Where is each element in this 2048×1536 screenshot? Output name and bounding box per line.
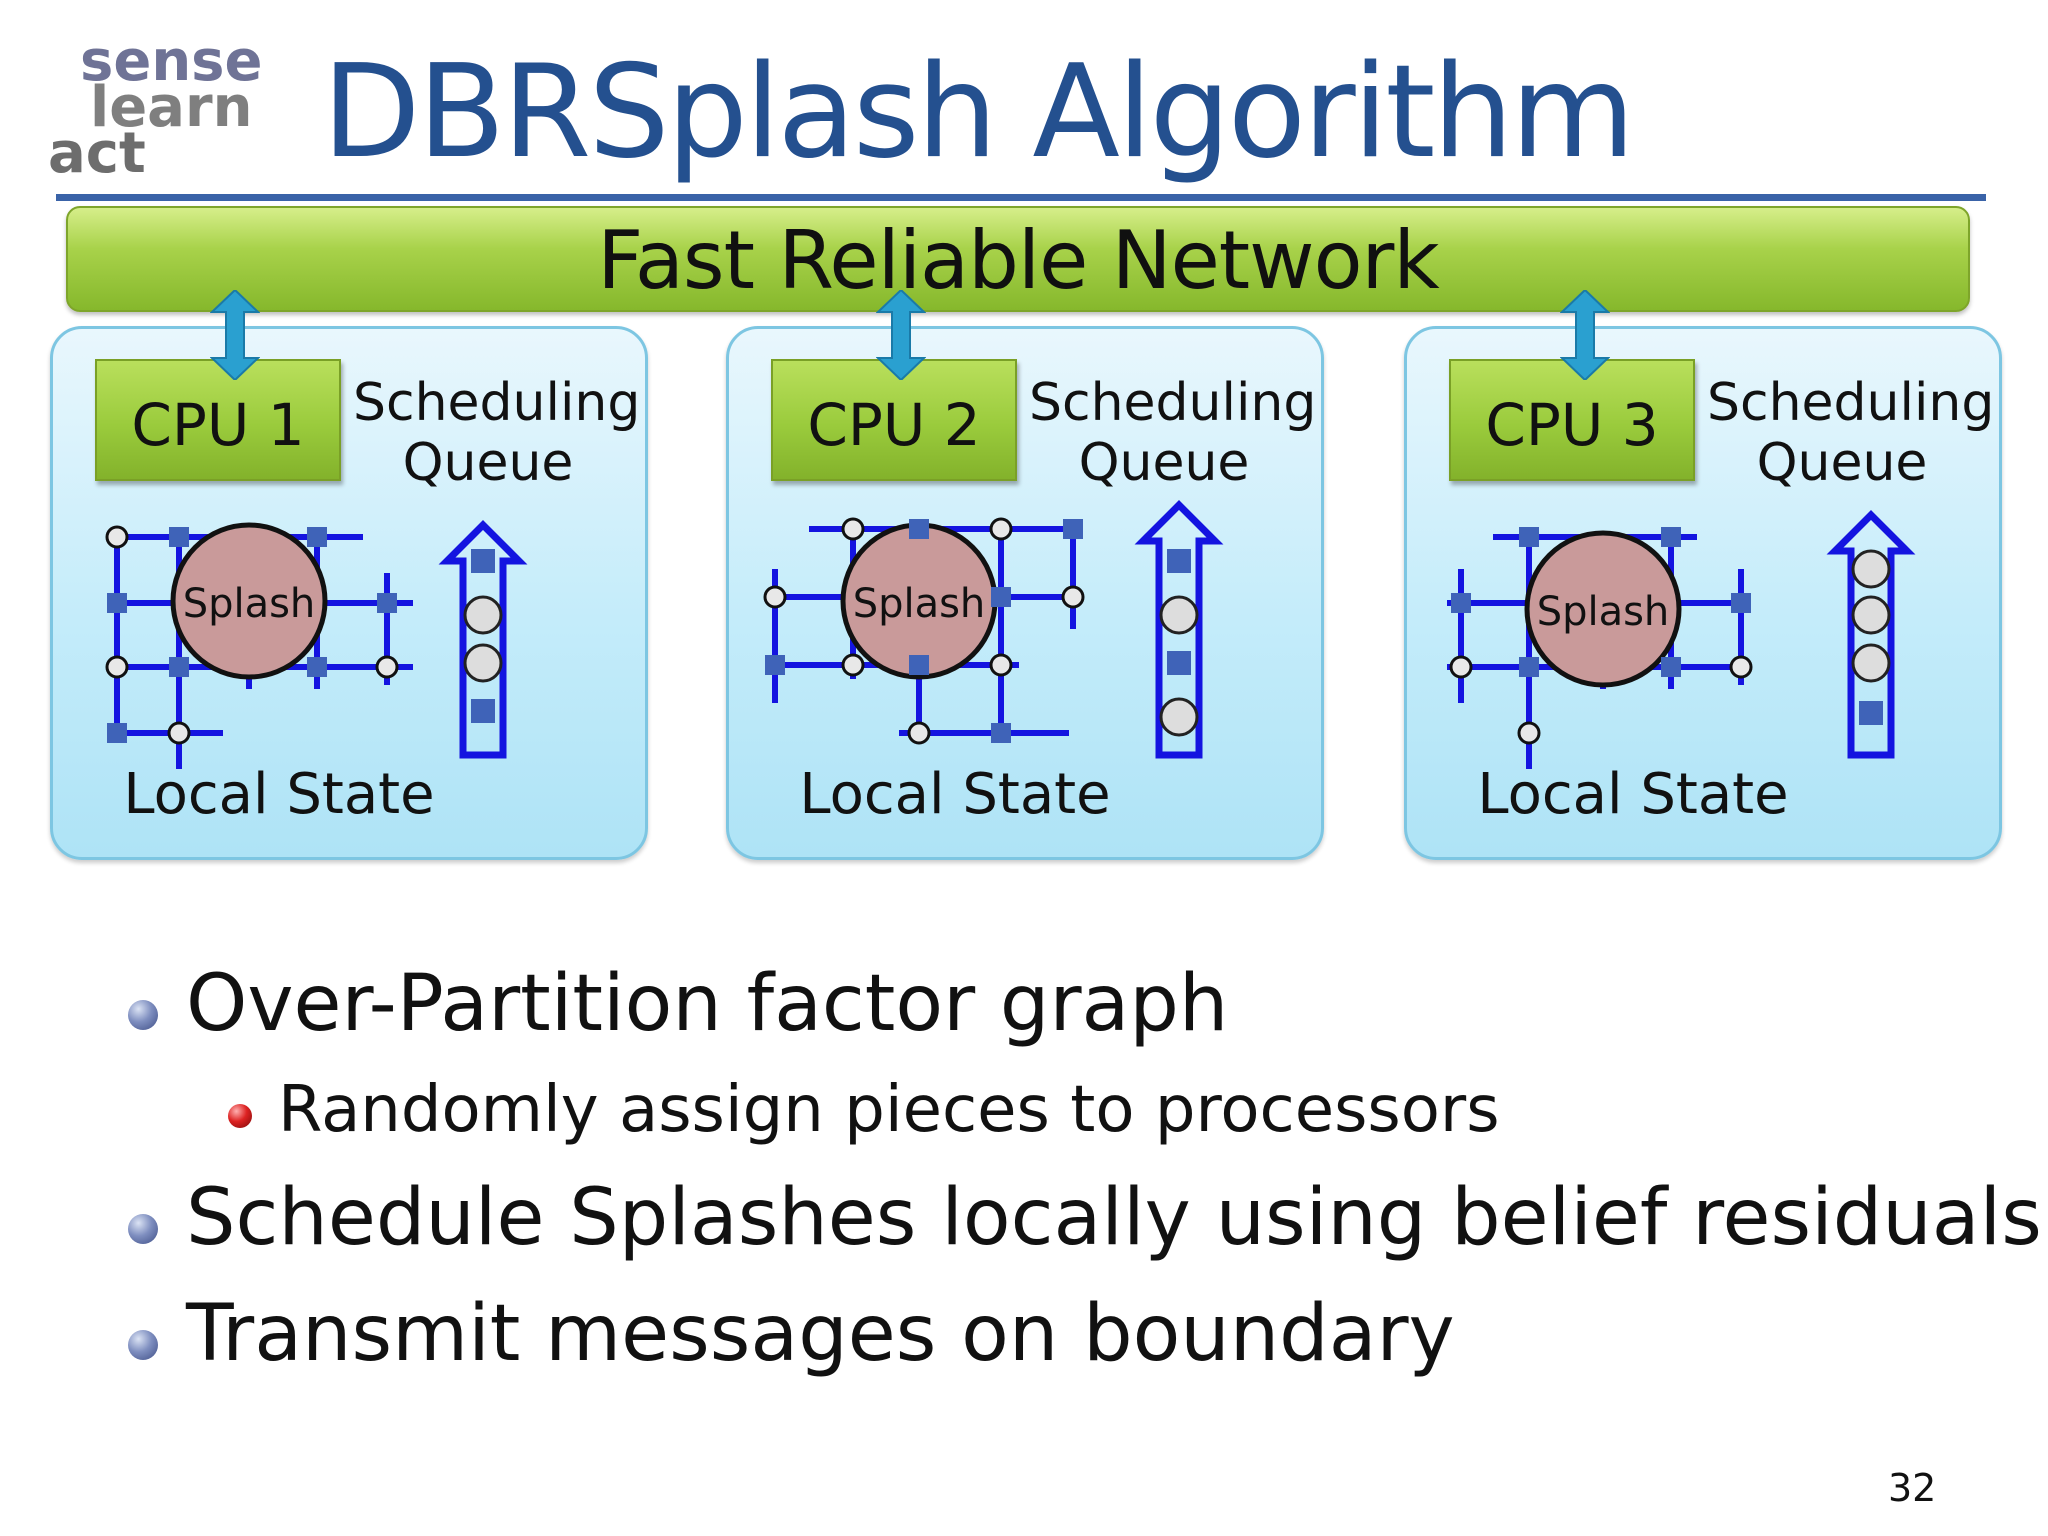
sub-bullet-random-assign: Randomly assign pieces to processors (278, 1073, 1500, 1147)
sense-learn-act-logo: sense learn act (48, 34, 263, 186)
bullet-over-partition: Over-Partition factor graph (186, 959, 1229, 1049)
logo-word-learn: learn (90, 75, 253, 140)
slide-title: DBRSplash Algorithm (322, 38, 1635, 187)
cpu-box-2: CPU 2 (771, 359, 1017, 481)
splash-region-3 (1524, 530, 1682, 688)
queue-arrow-2 (1134, 500, 1224, 759)
queue-label-line2: Queue (1756, 433, 1928, 493)
logo-word-act: act (48, 121, 146, 186)
scheduling-queue-label-1: Scheduling Queue (353, 373, 641, 493)
network-label: Fast Reliable Network (597, 214, 1440, 307)
splash-region-1 (170, 522, 328, 680)
local-factor-graph-1: Splash (105, 520, 528, 769)
bullet-schedule-splashes: Schedule Splashes locally using belief r… (186, 1173, 2042, 1263)
bullet-dot-icon (128, 1214, 158, 1244)
bullet-dot-icon (128, 1000, 158, 1030)
network-cpu2-arrow-icon (876, 290, 926, 380)
queue-arrow-3 (1826, 510, 1916, 759)
queue-label-line2: Queue (402, 433, 574, 493)
network-cpu3-arrow-icon (1560, 290, 1610, 380)
cpu-box-3: CPU 3 (1449, 359, 1695, 481)
queue-label-line2: Queue (1078, 433, 1250, 493)
cpu-label-2: CPU 2 (807, 391, 981, 459)
queue-arrow-1 (438, 520, 528, 759)
queue-label-line1: Scheduling (1707, 373, 1995, 433)
local-factor-graph-3: Splash (1447, 510, 1916, 769)
queue-label-line1: Scheduling (353, 373, 641, 433)
queue-label-line1: Scheduling (1029, 373, 1317, 433)
scheduling-queue-label-3: Scheduling Queue (1707, 373, 1995, 493)
processor-panel-2: CPU 2 Scheduling Queue Sp (726, 326, 1324, 860)
local-state-label-2: Local State (799, 762, 1111, 827)
local-state-label-1: Local State (123, 762, 435, 827)
network-cpu1-arrow-icon (210, 290, 260, 380)
splash-label-1: Splash (183, 581, 316, 627)
cpu-box-1: CPU 1 (95, 359, 341, 481)
bullet-dot-icon (128, 1330, 158, 1360)
cpu-label-3: CPU 3 (1485, 391, 1659, 459)
cpu-label-1: CPU 1 (131, 391, 305, 459)
processor-panel-3: CPU 3 Scheduling Queue Splash (1404, 326, 2002, 860)
local-factor-graph-2: Splash (763, 500, 1224, 759)
splash-label-2: Splash (853, 581, 986, 627)
scheduling-queue-label-2: Scheduling Queue (1029, 373, 1317, 493)
processor-panel-1: CPU 1 Scheduling Queue Splash (50, 326, 648, 860)
sub-bullet-dot-icon (228, 1104, 252, 1128)
page-number: 32 (1888, 1466, 1937, 1510)
bullet-transmit-messages: Transmit messages on boundary (186, 1289, 1455, 1379)
network-bar: Fast Reliable Network (66, 206, 1970, 312)
title-divider (56, 194, 1986, 201)
local-state-label-3: Local State (1477, 762, 1789, 827)
splash-label-3: Splash (1537, 589, 1670, 635)
logo-word-sense: sense (80, 29, 263, 94)
